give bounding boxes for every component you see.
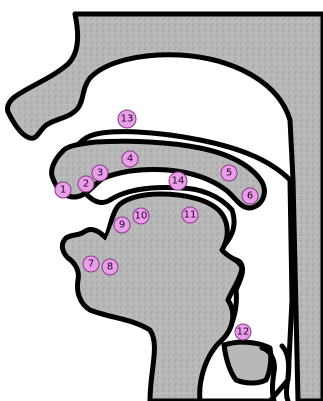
marker-3: 3: [92, 165, 108, 181]
svg-text:3: 3: [97, 168, 103, 179]
svg-text:4: 4: [127, 154, 133, 165]
marker-9: 9: [114, 217, 130, 233]
svg-text:7: 7: [88, 259, 94, 270]
svg-text:12: 12: [237, 327, 250, 338]
svg-text:14: 14: [172, 176, 185, 187]
svg-text:1: 1: [60, 185, 66, 196]
marker-1: 1: [55, 182, 71, 198]
svg-text:13: 13: [121, 114, 134, 125]
svg-text:11: 11: [184, 210, 197, 221]
marker-4: 4: [122, 151, 138, 167]
svg-text:10: 10: [135, 211, 148, 222]
svg-text:9: 9: [119, 220, 125, 231]
marker-7: 7: [83, 256, 99, 272]
marker-2: 2: [78, 176, 94, 192]
marker-14: 14: [169, 172, 187, 190]
marker-12: 12: [235, 324, 251, 340]
marker-13: 13: [118, 110, 136, 128]
marker-6: 6: [242, 188, 258, 204]
marker-8: 8: [102, 259, 118, 275]
marker-11: 11: [182, 207, 198, 223]
svg-text:6: 6: [247, 191, 253, 202]
marker-5: 5: [221, 165, 237, 181]
svg-text:5: 5: [226, 168, 232, 179]
svg-text:8: 8: [107, 262, 113, 273]
marker-10: 10: [133, 208, 149, 224]
svg-text:2: 2: [83, 179, 89, 190]
